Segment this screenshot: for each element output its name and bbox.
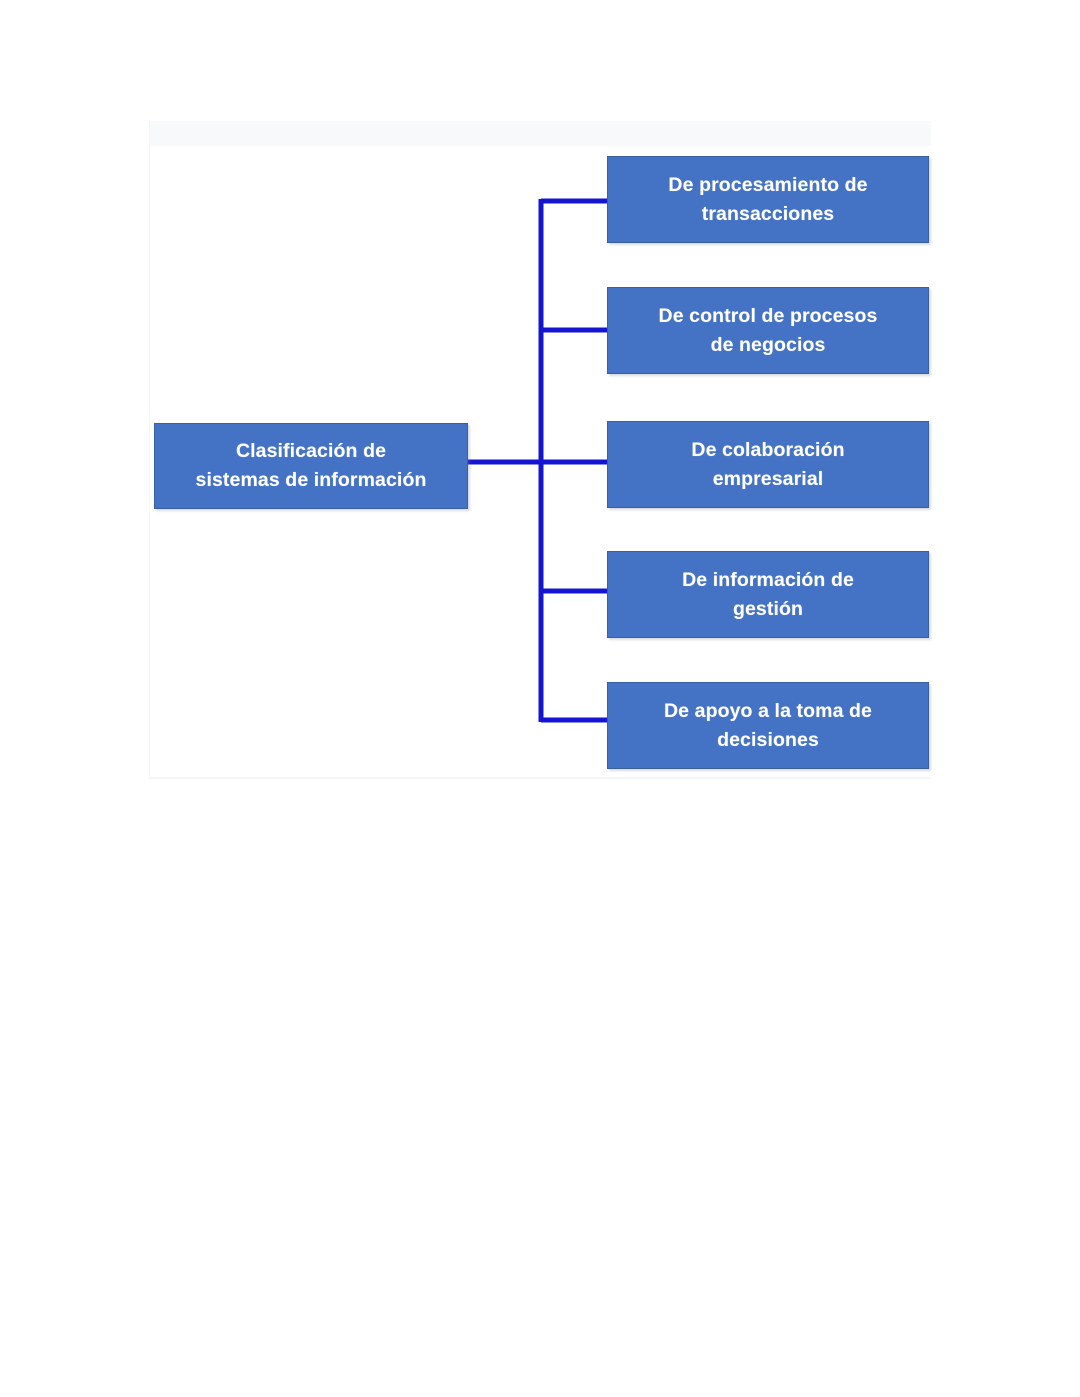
node-child-0-label: De procesamiento de transacciones <box>618 171 918 229</box>
diagram-left-rule <box>149 121 150 779</box>
node-child-4-line2: decisiones <box>717 728 819 751</box>
node-child-1-line1: De control de procesos <box>658 304 878 327</box>
node-child-3-label: De información de gestión <box>618 566 918 624</box>
node-child-1-line2: de negocios <box>710 333 826 356</box>
node-apoyo-toma-decisiones[interactable]: De apoyo a la toma de decisiones <box>607 682 929 769</box>
node-child-0-line2: transacciones <box>701 202 835 225</box>
node-control-procesos-negocios[interactable]: De control de procesos de negocios <box>607 287 929 374</box>
node-colaboracion-empresarial[interactable]: De colaboración empresarial <box>607 421 929 508</box>
node-root-line2: sistemas de información <box>195 469 427 491</box>
node-root-label: Clasificación de sistemas de información <box>165 437 457 495</box>
node-informacion-gestion[interactable]: De información de gestión <box>607 551 929 638</box>
node-child-4-line1: De apoyo a la toma de <box>664 699 872 722</box>
node-procesamiento-transacciones[interactable]: De procesamiento de transacciones <box>607 156 929 243</box>
node-child-3-line2: gestión <box>732 597 804 620</box>
node-child-2-label: De colaboración empresarial <box>618 436 918 494</box>
node-child-2-line1: De colaboración <box>691 438 845 461</box>
node-child-4-label: De apoyo a la toma de decisiones <box>618 697 918 755</box>
node-child-3-line1: De información de <box>682 568 854 591</box>
node-root-line1: Clasificación de <box>235 440 387 462</box>
diagram-header-band <box>149 121 931 146</box>
diagram-canvas: Clasificación de sistemas de información… <box>149 121 931 779</box>
node-root[interactable]: Clasificación de sistemas de información <box>154 423 468 509</box>
diagram-bottom-rule <box>149 777 931 779</box>
node-child-2-line2: empresarial <box>712 467 824 490</box>
node-child-0-line1: De procesamiento de <box>668 173 868 196</box>
node-child-1-label: De control de procesos de negocios <box>618 302 918 360</box>
